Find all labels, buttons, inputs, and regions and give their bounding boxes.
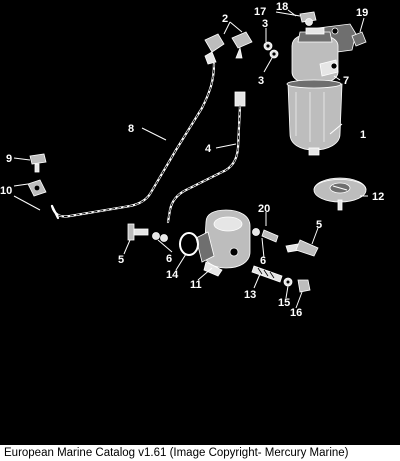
callout-3-upper: 3 xyxy=(262,18,268,30)
callout-6-right: 6 xyxy=(260,255,266,267)
callout-19: 19 xyxy=(356,7,368,19)
callout-16: 16 xyxy=(290,307,302,319)
o-ring-14 xyxy=(179,232,199,256)
callouts: 2 3 3 17 18 19 7 1 8 4 9 10 12 20 5 5 6 … xyxy=(0,1,384,319)
callout-18: 18 xyxy=(276,1,288,13)
callout-6-left: 6 xyxy=(166,253,172,265)
bolts-20-5-right xyxy=(252,228,319,257)
callout-8: 8 xyxy=(128,123,134,135)
stud-13-nut-15-16 xyxy=(251,265,311,293)
callout-12: 12 xyxy=(372,191,384,203)
elbow-fittings xyxy=(204,31,253,65)
callout-14: 14 xyxy=(166,269,179,281)
washers-and-bolts-top xyxy=(263,11,367,59)
callout-13: 13 xyxy=(244,289,256,301)
fuel-filter-assembly xyxy=(286,23,357,156)
callout-7: 7 xyxy=(343,75,349,87)
fuel-line-4 xyxy=(50,91,246,224)
callout-20: 20 xyxy=(258,203,270,215)
banjo-bolt-5-left xyxy=(127,223,149,241)
fuel-line-8 xyxy=(50,62,216,218)
fuel-pump-assembly xyxy=(195,209,251,277)
callout-5-right: 5 xyxy=(316,219,322,231)
exploded-parts-diagram: 2 3 3 17 18 19 7 1 8 4 9 10 12 20 5 5 6 … xyxy=(0,1,384,319)
callout-9: 9 xyxy=(6,153,12,165)
caption-band xyxy=(0,445,400,461)
washers-6-left xyxy=(152,232,168,242)
leader-lines xyxy=(13,9,368,309)
callout-4: 4 xyxy=(205,143,212,155)
image-caption: European Marine Catalog v1.61 (Image Cop… xyxy=(4,447,349,459)
hose-clamp-fittings-left xyxy=(27,153,47,197)
callout-1: 1 xyxy=(360,129,366,141)
callout-5-left: 5 xyxy=(118,254,124,266)
callout-15: 15 xyxy=(278,297,290,309)
callout-10: 10 xyxy=(0,185,12,197)
callout-3-lower: 3 xyxy=(258,75,264,87)
callout-2: 2 xyxy=(222,13,228,25)
callout-11: 11 xyxy=(190,279,202,291)
filter-element-12 xyxy=(313,177,367,211)
callout-17: 17 xyxy=(254,6,266,18)
